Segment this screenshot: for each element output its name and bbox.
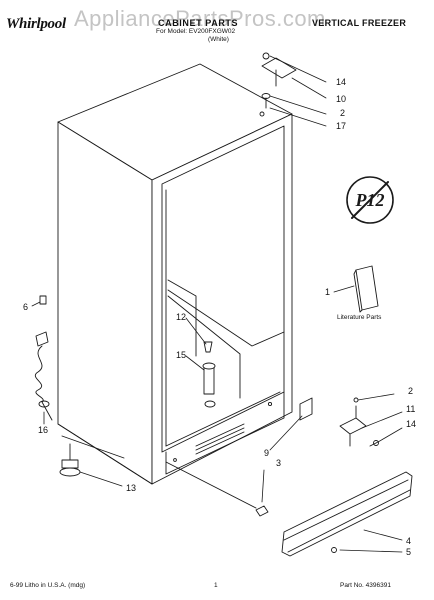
toe-grille-screw: [331, 547, 337, 553]
top-hinge-assembly: [261, 52, 297, 109]
cabinet-bottom-strip: [165, 391, 285, 475]
literature-parts: [353, 265, 379, 313]
cabinet-screw-right: [267, 401, 273, 407]
leader-6: [31, 301, 41, 307]
toe-grille-body: [281, 471, 413, 557]
callout-3: 3: [276, 458, 282, 468]
callout-16: 16: [38, 425, 49, 435]
watermark: AppliancePartsPros.com: [74, 6, 326, 31]
door-stop-part: [39, 295, 47, 305]
cabinet-inner-floor: [167, 289, 285, 347]
leader-12: [185, 317, 207, 345]
p12-stamp: P12: [346, 176, 394, 224]
cabinet-left-face: [57, 121, 153, 485]
leader-10: [291, 77, 327, 99]
top-hinge-bracket: [261, 57, 297, 87]
toe-grille-clip: [255, 505, 269, 517]
clip-guide-line: [165, 461, 257, 509]
cabinet-left-base-edge: [57, 423, 153, 485]
bottom-hinge-screw-head: [373, 440, 379, 446]
leveling-leg: [59, 435, 125, 477]
leader-11: [361, 411, 403, 429]
leader-3: [261, 469, 265, 503]
footer-page-number: 1: [214, 582, 218, 589]
power-cord-end: [38, 400, 50, 408]
leader-14-top: [269, 55, 327, 83]
leader-2-bottom: [357, 393, 395, 401]
leader-2-top: [269, 95, 327, 115]
drain-parts: [202, 341, 216, 408]
leader-lines: [31, 55, 403, 553]
leader-13: [79, 471, 123, 487]
cabinet-base-rail: [165, 391, 281, 447]
callout-4: 4: [406, 536, 412, 546]
top-hinge-screw: [262, 52, 270, 60]
product-type: VERTICAL FREEZER: [312, 18, 407, 28]
drain-plug: [203, 341, 213, 353]
floor-guide-line: [61, 435, 125, 459]
hinge-bracket-left: [299, 397, 313, 421]
drain-hole: [204, 400, 216, 408]
cabinet-screw-left: [173, 458, 177, 462]
drain-tube-cap: [202, 362, 216, 370]
p12-stamp-circle: [346, 176, 394, 224]
leader-4: [363, 529, 403, 541]
callout-12: 12: [176, 312, 187, 322]
bottom-hinge-assembly: [165, 397, 379, 517]
callout-2-bottom: 2: [408, 386, 414, 396]
callout-17: 17: [336, 121, 347, 131]
leader-1: [333, 285, 355, 293]
leader-5: [339, 549, 403, 553]
page-title: CABINET PARTS: [158, 18, 239, 28]
bottom-hinge-pin: [353, 397, 359, 403]
leveling-leg-foot: [61, 459, 79, 469]
leader-17: [269, 107, 327, 127]
callout-5: 5: [406, 547, 412, 557]
p12-stamp-slash: [351, 181, 389, 219]
leader-15: [185, 355, 205, 371]
leveling-leg-base: [59, 467, 81, 477]
power-cord: [35, 345, 53, 421]
literature-caption: Literature Parts: [337, 314, 382, 321]
callout-6: 6: [23, 302, 29, 312]
footer-litho: 6-99 Litho in U.S.A. (mdg): [10, 582, 86, 589]
callout-9: 9: [264, 448, 270, 458]
callout-1: 1: [325, 287, 331, 297]
cabinet: [57, 63, 293, 485]
cabinet-grille-slot: [195, 423, 245, 455]
drain-tube: [203, 365, 215, 395]
callout-11: 11: [406, 404, 416, 414]
toe-grille: [281, 471, 413, 557]
cabinet-inner-floor-front: [167, 295, 241, 399]
footer-part-number: Part No. 4396391: [340, 582, 391, 589]
callout-10: 10: [336, 94, 347, 104]
toe-grille-edge: [283, 479, 411, 553]
callout-15: 15: [176, 350, 187, 360]
brand-logo: Whirlpool: [6, 16, 66, 32]
literature-booklet: [355, 265, 379, 311]
power-cord-plug: [35, 331, 49, 347]
cabinet-front-face: [151, 113, 293, 485]
callout-14-bottom: 14: [406, 419, 417, 429]
left-side-parts: [35, 295, 53, 421]
literature-booklet-spine: [353, 269, 363, 313]
bottom-hinge-bracket: [339, 405, 367, 447]
callout-13: 13: [126, 483, 137, 493]
color-line: (White): [208, 36, 229, 43]
leader-9: [269, 415, 303, 451]
leader-14-bottom: [377, 427, 403, 443]
p12-stamp-text: P12: [355, 190, 385, 210]
model-line: For Model: EV200FXGW02: [156, 28, 236, 35]
callout-2-top: 2: [340, 108, 346, 118]
cabinet-screw-top: [259, 111, 265, 117]
callout-14-top: 14: [336, 77, 347, 87]
cabinet-inner-back: [167, 279, 197, 357]
